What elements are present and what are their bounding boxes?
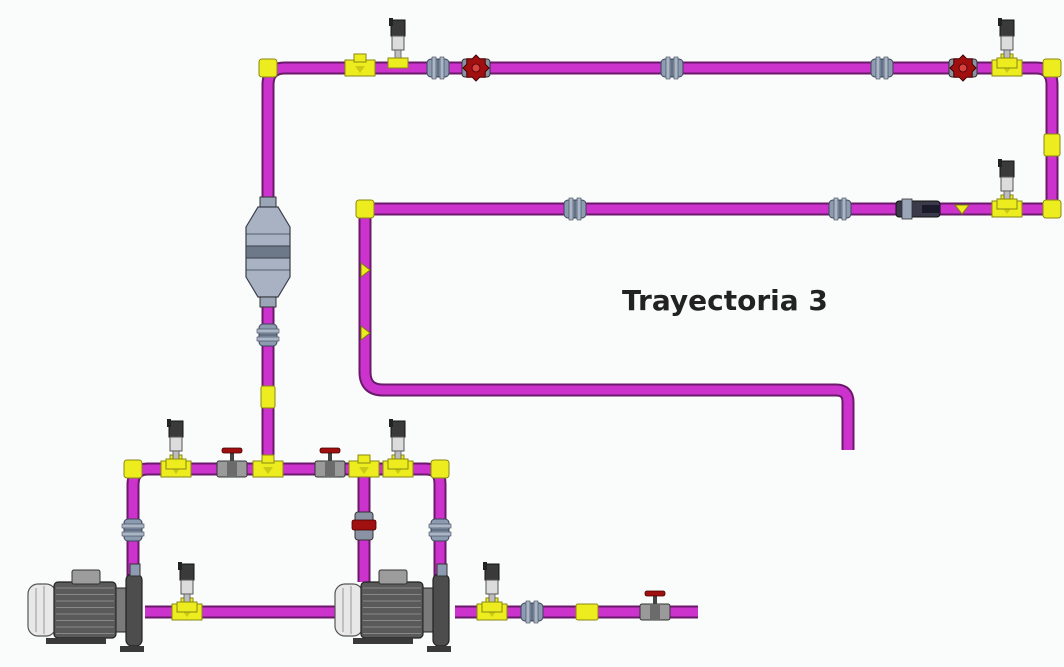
elbow-top-left xyxy=(258,58,278,78)
coupling-discharge xyxy=(575,603,599,621)
elbow-bottom-right xyxy=(1042,199,1062,219)
pump-right xyxy=(334,563,451,652)
pressure-transmitter-header-2 xyxy=(387,419,409,470)
ball-valve-header-2 xyxy=(314,447,346,478)
elbow-top-right xyxy=(1042,58,1062,78)
elbow-header-left xyxy=(123,459,143,479)
pipe-upper-loop xyxy=(261,61,1059,460)
filter-riser xyxy=(245,196,291,308)
gate-valve-top-1 xyxy=(461,54,491,82)
pressure-transmitter-top-1 xyxy=(387,18,409,69)
pressure-transmitter-header-1 xyxy=(165,419,187,470)
pipe-return-trajectory-3 xyxy=(358,202,1052,450)
tee-header-center xyxy=(252,454,284,478)
pressure-transmitter-pump-link xyxy=(176,562,198,613)
gate-valve-bypass xyxy=(351,511,377,541)
pump-left xyxy=(27,563,144,652)
union-lower-2 xyxy=(828,197,852,221)
devices-layer xyxy=(27,18,1018,652)
union-lower-1 xyxy=(563,197,587,221)
flow-chevron-return-2 xyxy=(360,324,371,342)
coupling-right-riser xyxy=(1043,133,1061,157)
union-riser xyxy=(256,323,280,347)
flow-chevron-lower xyxy=(953,204,971,215)
union-discharge xyxy=(520,600,544,624)
check-valve-lower xyxy=(895,198,941,220)
pressure-transmitter-discharge xyxy=(481,562,503,613)
gate-valve-top-2 xyxy=(948,54,978,82)
elbow-header-right xyxy=(430,459,450,479)
union-top-3 xyxy=(870,56,894,80)
union-right-riser xyxy=(428,518,452,542)
pressure-transmitter-top-2 xyxy=(996,18,1018,69)
union-top-1 xyxy=(426,56,450,80)
flow-chevron-return-1 xyxy=(360,261,371,279)
tee-header-2 xyxy=(348,454,380,478)
union-left-riser xyxy=(121,518,145,542)
coupling-riser xyxy=(260,385,276,409)
union-top-2 xyxy=(660,56,684,80)
ball-valve-header-1 xyxy=(216,447,248,478)
pressure-transmitter-lower xyxy=(996,159,1018,210)
ball-valve-discharge xyxy=(639,590,671,621)
tee-top-1 xyxy=(344,53,376,77)
elbow-return-top xyxy=(355,199,375,219)
trajectory-label: Trayectoria 3 xyxy=(622,284,828,317)
